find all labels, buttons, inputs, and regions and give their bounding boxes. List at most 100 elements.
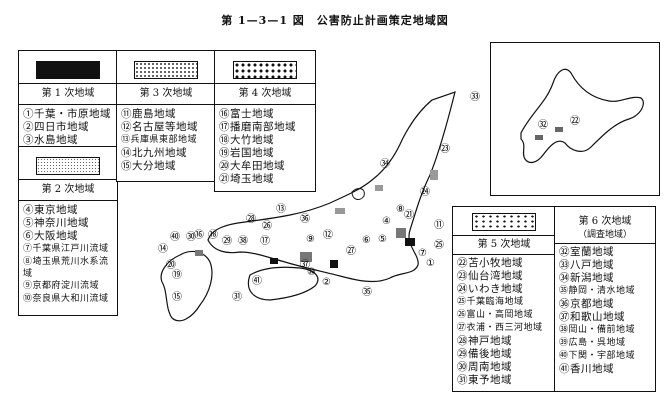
area-sendai xyxy=(430,170,438,180)
legend-item: ⑬兵庫県東部地域 xyxy=(121,135,198,145)
marker-label: ⑨ xyxy=(306,234,315,245)
legend-item: ⑫名古屋等地域 xyxy=(121,121,198,133)
legend-item: ⑮大分地域 xyxy=(121,160,176,172)
legend-zone-5: 第 5 次地域 ㉒苫小牧地域 ㉓仙台湾地域 ㉔いわき地域 ㉕千葉臨海地域 ㉖富山… xyxy=(452,206,556,392)
hokkaido-outline xyxy=(520,68,644,164)
legend-zone-3-list: ⑪鹿島地域 ⑫名古屋等地域 ⑬兵庫県東部地域 ⑭北九州地域 ⑮大分地域 xyxy=(117,104,215,176)
legend-zone-6-list: ㉜室蘭地域 ㉝八戸地域 ㉞新潟地域 ㉟静岡・清水地域 ㊱京都地域 ㊲和歌山地域 … xyxy=(555,243,655,379)
legend-item: ⑱大竹地域 xyxy=(219,134,274,146)
legend-item: ⑦千葉県江戸川流域 xyxy=(23,244,109,254)
legend-item: ㉘神戸地域 xyxy=(457,335,512,347)
swatch-dots xyxy=(233,61,297,79)
legend-zone-4: 第 4 次地域 ⑯富士地域 ⑰播磨南部地域 ⑱大竹地域 ⑲岩国地域 ⑳大牟田地域… xyxy=(214,50,316,192)
marker-label: ⑰ xyxy=(260,235,270,247)
legend-zone-1: 第 1 次地域 ①千葉・市原地域 ②四日市地域 ③水島地域 xyxy=(18,50,118,149)
legend-item: ⑯富士地域 xyxy=(219,108,274,120)
marker-label: ⑥ xyxy=(362,235,371,246)
marker-label: ㉓ xyxy=(440,143,450,155)
marker-label: ⑳ xyxy=(166,259,176,271)
legend-item: ㉙備後地域 xyxy=(457,348,512,360)
legend-item: ④東京地域 xyxy=(23,204,78,216)
legend-item: ㉜室蘭地域 xyxy=(559,246,614,258)
legend-item: ②四日市地域 xyxy=(23,121,89,133)
hokkaido-map xyxy=(520,68,644,164)
legend-zone-1-header: 第 1 次地域 xyxy=(19,83,117,104)
legend-item: ㉕千葉臨海地域 xyxy=(457,297,524,307)
legend-item: ㉟静岡・清水地域 xyxy=(559,286,636,296)
legend-item: ㊱京都地域 xyxy=(559,298,614,310)
marker-label: ⑲ xyxy=(172,269,182,281)
page-title: 第 1—3—1 図 公害防止計画策定地域図 xyxy=(221,14,449,27)
legend-zone-6-header: 第 6 次地域 xyxy=(578,216,632,227)
marker-label: ① xyxy=(426,258,435,269)
marker-label: ㉟ xyxy=(362,286,372,298)
legend-item: ㊲和歌山地域 xyxy=(559,311,625,323)
marker-label: ⑯ xyxy=(194,229,204,241)
swatch-sparse xyxy=(134,61,198,79)
marker-label: ② xyxy=(322,277,331,288)
marker-label: ㉞ xyxy=(380,158,390,170)
legend-item: ㉛東予地域 xyxy=(457,374,512,386)
area-toyama xyxy=(335,208,345,214)
legend-item: ⑨京都府淀川流域 xyxy=(23,281,100,291)
area-osaka xyxy=(300,252,312,262)
marker-label: ㉚ xyxy=(186,231,196,243)
area-tokyo xyxy=(396,228,406,238)
legend-item: ⑭北九州地域 xyxy=(121,147,187,159)
marker-label: ㊵ xyxy=(170,231,180,243)
marker-label: ㊳ xyxy=(238,235,248,247)
swatch-cross xyxy=(472,213,536,231)
legend-item: ⑪鹿島地域 xyxy=(121,108,176,120)
marker-label: ④ xyxy=(382,216,391,227)
legend-item: ㉚周南地域 xyxy=(457,361,512,373)
marker-label: ㊶ xyxy=(252,275,262,287)
legend-item: ⑧埼玉県荒川水系流域 xyxy=(23,257,109,279)
marker-label: ㉖ xyxy=(262,220,272,232)
marker-label: ㊲ xyxy=(300,259,310,271)
swatch-grain xyxy=(36,157,100,175)
marker-label: ㉙ xyxy=(222,235,232,247)
area-mizushima xyxy=(270,258,278,264)
legend-item: ㊵下関・宇部地域 xyxy=(559,351,636,361)
legend-item: ㉖富山・高岡地域 xyxy=(457,310,534,320)
legend-item: ㉔いわき地域 xyxy=(457,283,523,295)
kyushu-outline xyxy=(160,250,213,322)
legend-zone-6: 第 6 次地域 （調査地域） ㉜室蘭地域 ㉝八戸地域 ㉞新潟地域 ㉟静岡・清水地… xyxy=(554,206,656,392)
marker-label: ⑩ xyxy=(307,267,316,278)
legend-item: ㉗衣浦・西三河地域 xyxy=(457,323,543,333)
marker-label: ㊱ xyxy=(300,213,310,225)
marker-label: ㉘ xyxy=(246,213,256,225)
marker-label: ⑧ xyxy=(396,204,405,215)
swatch-solid xyxy=(36,61,100,79)
area-chiba xyxy=(405,238,415,246)
legend-zone-2-list: ④東京地域 ⑤神奈川地域 ⑥大阪地域 ⑦千葉県江戸川流域 ⑧埼玉県荒川水系流域 … xyxy=(19,200,117,309)
marker-label: ㉑ xyxy=(404,209,414,221)
legend-item: ㉝八戸地域 xyxy=(559,259,614,271)
legend-item: ㊴広島・呉地域 xyxy=(559,338,626,348)
hokkaido-pattern-2 xyxy=(555,127,563,132)
legend-item: ㉒苫小牧地域 xyxy=(457,257,523,269)
legend-item: ㉞新潟地域 xyxy=(559,272,614,284)
legend-zone-1-list: ①千葉・市原地域 ②四日市地域 ③水島地域 xyxy=(19,104,117,150)
marker-label: ⑦ xyxy=(418,248,427,259)
marker-label: ⑭ xyxy=(158,243,168,255)
legend-zone-3-header: 第 3 次地域 xyxy=(117,83,215,104)
legend-zone-5-header: 第 5 次地域 xyxy=(453,235,555,254)
marker-label: ⑤ xyxy=(378,234,387,245)
legend-zone-6-subheader: （調査地域） xyxy=(577,230,632,240)
marker-label: ㉝ xyxy=(470,91,480,103)
marker-label: ⑬ xyxy=(276,203,286,215)
legend-zone-3: 第 3 次地域 ⑪鹿島地域 ⑫名古屋等地域 ⑬兵庫県東部地域 ⑭北九州地域 ⑮大… xyxy=(116,50,216,182)
marker-label: ㉔ xyxy=(420,186,430,198)
area-yokkaichi xyxy=(330,260,338,268)
legend-item: ①千葉・市原地域 xyxy=(23,108,111,120)
legend-item: ⑥大阪地域 xyxy=(23,230,78,242)
marker-label: ⑮ xyxy=(172,291,182,303)
legend-zone-2: 第 2 次地域 ④東京地域 ⑤神奈川地域 ⑥大阪地域 ⑦千葉県江戸川流域 ⑧埼玉… xyxy=(18,146,118,316)
legend-item: ㉑埼玉地域 xyxy=(219,173,274,185)
marker-label: ㉕ xyxy=(434,239,444,251)
marker-label: ㉗ xyxy=(346,245,356,257)
area-kitakyushu xyxy=(195,250,203,256)
legend-item: ⑩奈良県大和川流域 xyxy=(23,294,109,304)
legend-item: ⑤神奈川地域 xyxy=(23,217,89,229)
